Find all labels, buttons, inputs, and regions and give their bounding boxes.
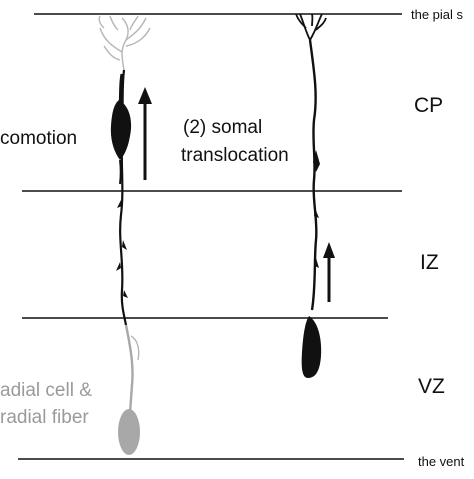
translocating-neuron-process <box>308 39 318 311</box>
vz-label: VZ <box>418 375 445 398</box>
radial-cell-label-line1: adial cell & <box>0 380 92 401</box>
translocating-neuron-apical-tuft <box>295 13 327 41</box>
locomoting-neuron-trailing-process <box>119 159 122 185</box>
translocation-arrow-head <box>323 242 335 258</box>
somal-translocation-label-line1: (2) somal <box>183 117 263 138</box>
locomotion-arrow-head <box>138 87 152 104</box>
locomotion-label: comotion <box>0 128 78 149</box>
radial-glia-process-branch <box>130 335 140 361</box>
translocating-neuron-soma <box>301 316 322 378</box>
cp-label: CP <box>414 94 444 117</box>
pial-surface-label: the pial s <box>411 7 464 22</box>
translocating-neuron-varicosities <box>313 150 320 268</box>
locomoting-neuron-soma <box>110 100 132 160</box>
ventricle-label: the vent <box>418 454 465 469</box>
radial-cell-label-line2: radial fiber <box>0 407 89 428</box>
radial-glia-endfeet <box>98 15 151 71</box>
radial-fiber-varicosities <box>116 200 128 298</box>
radial-glia-soma <box>118 409 140 455</box>
somal-translocation-label-line2: translocation <box>181 145 289 166</box>
iz-label: IZ <box>420 251 439 274</box>
radial-glia-process <box>124 324 134 417</box>
